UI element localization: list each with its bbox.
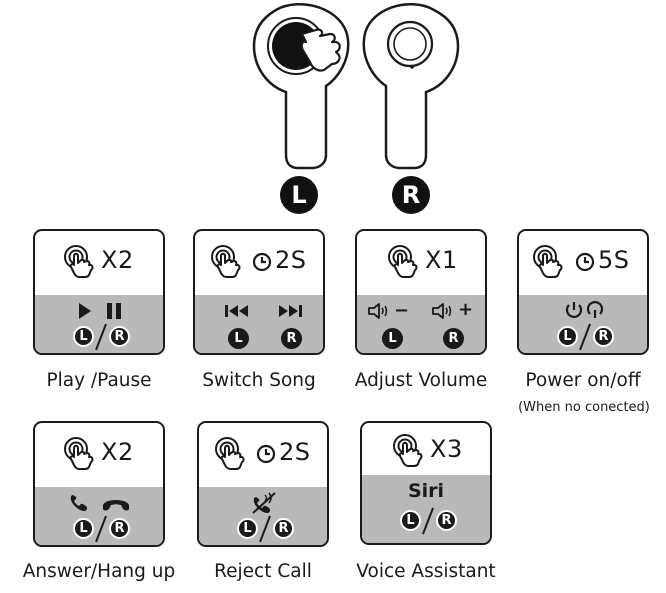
power-note: (When no conected) [518, 400, 650, 415]
right-badge: R [273, 518, 294, 539]
hold-duration: 2S [279, 438, 311, 466]
volume-down-sign: − [394, 300, 410, 321]
right-badge: R [593, 326, 614, 347]
clock-icon [575, 252, 595, 272]
tap-icon [392, 433, 426, 467]
card-play-pause: X2 L R [33, 229, 165, 355]
tap-count: X3 [430, 435, 463, 463]
left-badge: L [73, 518, 94, 539]
right-badge: R [109, 326, 130, 347]
hold-duration: 5S [598, 246, 630, 274]
right-earbud [362, 2, 460, 170]
play-pause-icon [79, 303, 121, 319]
caption-answer-hangup: Answer/Hang up [22, 561, 176, 582]
power-icon [565, 301, 604, 318]
slash-divider [95, 323, 107, 351]
volume-down-icon [368, 303, 388, 319]
slash-divider [422, 507, 434, 535]
left-badge: L [400, 510, 421, 531]
tap-icon [532, 244, 566, 278]
card-adjust-volume: X1 − + L R [355, 229, 487, 355]
tap-count: X2 [101, 438, 134, 466]
tap-count: X1 [425, 246, 458, 274]
right-badge: R [281, 328, 302, 349]
left-badge: L [237, 518, 258, 539]
clock-icon [256, 444, 276, 464]
tap-count: X2 [101, 246, 134, 274]
tap-icon [63, 244, 97, 278]
left-badge: L [73, 326, 94, 347]
caption-reject-call: Reject Call [214, 561, 312, 582]
card-reject-call: 2S L R [197, 421, 329, 547]
caption-switch-song: Switch Song [202, 370, 316, 391]
card-switch-song: 2S L R [193, 229, 325, 355]
tap-icon [214, 436, 248, 470]
card-answer-hangup: X2 L R [33, 421, 165, 547]
left-badge: L [557, 326, 578, 347]
reject-call-icon [252, 492, 276, 514]
answer-hangup-icon [70, 495, 129, 511]
next-track-icon [279, 305, 302, 317]
finger-icon [300, 28, 341, 72]
right-badge: R [436, 510, 457, 531]
slash-divider [259, 515, 271, 543]
siri-label: Siri [407, 480, 445, 502]
left-earbud-badge: L [280, 176, 318, 214]
volume-up-icon [432, 303, 452, 319]
left-badge: L [382, 328, 403, 349]
card-voice-assistant: X3 Siri L R [360, 421, 492, 545]
right-badge: R [109, 518, 130, 539]
slash-divider [579, 323, 591, 351]
card-power: 5S L R [517, 229, 649, 355]
left-badge: L [228, 328, 249, 349]
volume-up-sign: + [458, 299, 474, 320]
right-badge: R [443, 328, 464, 349]
previous-track-icon [225, 305, 248, 317]
caption-power: Power on/off [525, 370, 641, 391]
left-earbud [252, 2, 350, 170]
tap-icon [63, 436, 97, 470]
right-earbud-badge: R [392, 176, 430, 214]
hold-duration: 2S [275, 246, 307, 274]
tap-icon [210, 244, 244, 278]
caption-play-pause: Play /Pause [46, 370, 152, 391]
caption-adjust-volume: Adjust Volume [354, 370, 488, 391]
caption-voice-assistant: Voice Assistant [356, 561, 496, 582]
tap-icon [387, 244, 421, 278]
clock-icon [252, 252, 272, 272]
slash-divider [95, 515, 107, 543]
